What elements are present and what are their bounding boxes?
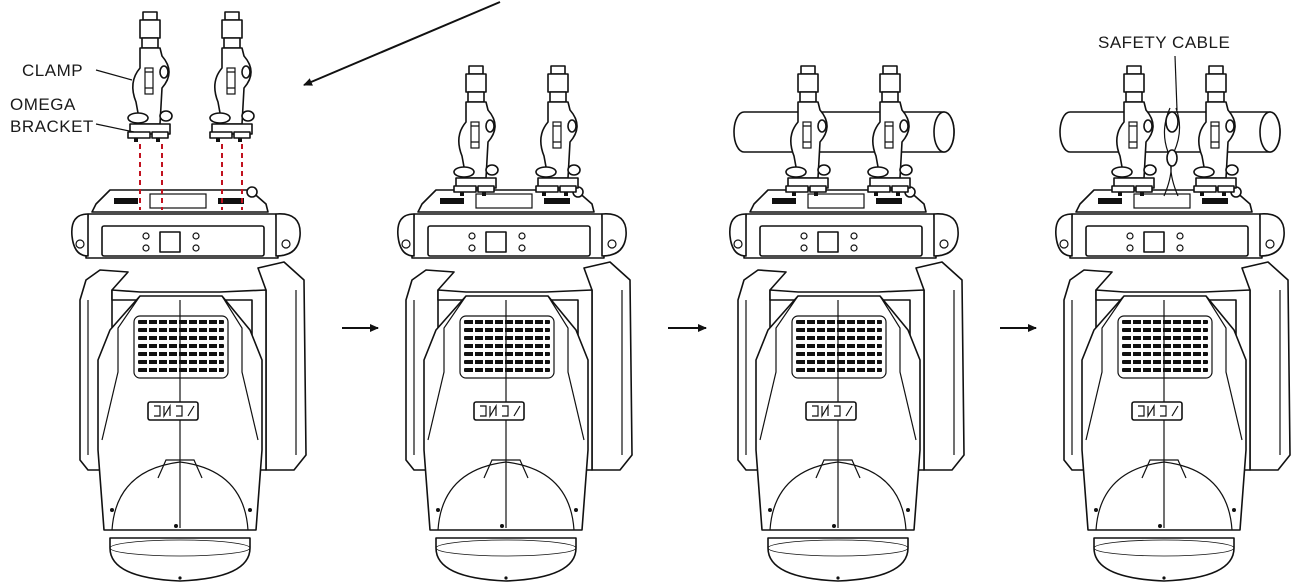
clamp-left — [453, 65, 499, 197]
clamp-right — [209, 11, 255, 143]
omega-leader — [95, 123, 135, 133]
clamp-right — [1193, 65, 1239, 197]
step-2 — [396, 65, 633, 582]
moving-head-fixture — [1054, 186, 1291, 582]
clamp-leader — [95, 69, 133, 81]
omega-label-line1: OMEGA — [10, 95, 76, 114]
step-3 — [728, 65, 965, 582]
omega-label-line2: BRACKET — [10, 117, 94, 136]
moving-head-fixture — [396, 186, 633, 582]
pipe — [733, 111, 955, 153]
moving-head-fixture — [728, 186, 965, 582]
clamp-left — [127, 11, 173, 143]
arrow-icon — [303, 1, 501, 86]
clamp-left — [1111, 65, 1157, 197]
clamp-left — [785, 65, 831, 197]
step-1: CLAMP OMEGA BRACKET — [10, 1, 501, 582]
safety-cable — [1163, 107, 1181, 197]
clamp-right — [535, 65, 581, 197]
moving-head-fixture — [70, 186, 307, 582]
safety-cable-leader — [1174, 55, 1178, 111]
alignment-guides — [139, 144, 243, 210]
clamp-right — [867, 65, 913, 197]
step-4: SAFETY CABLE — [1054, 33, 1291, 582]
safety-cable-label: SAFETY CABLE — [1098, 33, 1230, 52]
clamp-label: CLAMP — [22, 61, 83, 80]
